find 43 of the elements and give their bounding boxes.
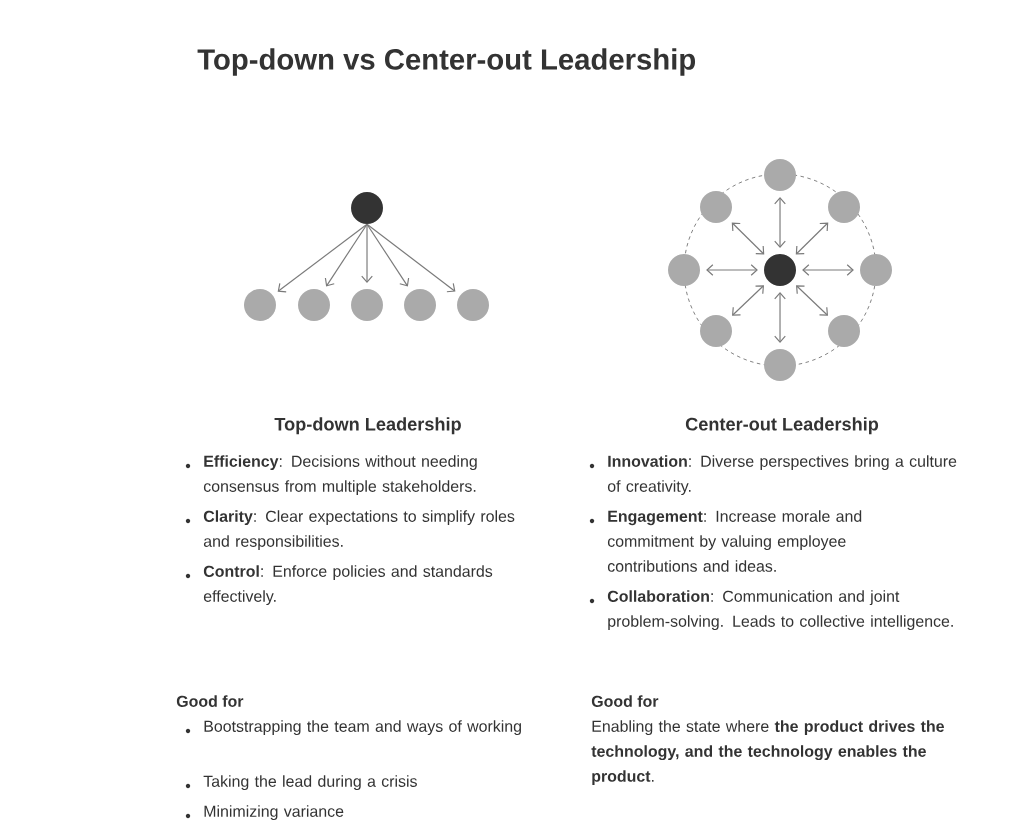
- member-circle: [298, 289, 330, 321]
- list-item: Taking the lead during a crisis: [185, 775, 417, 791]
- member-circle: [828, 191, 860, 223]
- list-item: Bootstrapping the team and ways of working: [185, 720, 521, 736]
- arrow: [796, 285, 829, 316]
- member-circle: [828, 315, 860, 347]
- arrow: [706, 264, 758, 276]
- member-circle: [404, 289, 436, 321]
- section-heading: Good for: [591, 695, 659, 707]
- member-circle: [764, 159, 796, 191]
- arrow: [774, 197, 786, 248]
- arrow: [277, 223, 368, 293]
- arrow: [324, 223, 368, 287]
- member-circle: [668, 254, 700, 286]
- arrow: [366, 223, 410, 287]
- member-circle: [700, 315, 732, 347]
- arrow: [802, 264, 854, 276]
- member-circle: [457, 289, 489, 321]
- list-item: Control: Enforce policies and standards effectively.: [185, 565, 493, 606]
- list-item: Clarity: Clear expectations to simplify roles and responsibilities.: [185, 510, 515, 551]
- list-item: Minimizing variance: [185, 805, 344, 821]
- column-heading: Top-down Leadership: [274, 417, 461, 435]
- member-circle: [700, 191, 732, 223]
- paragraph: Enabling the state where the product drives the technology, and the technology enables the product.: [591, 720, 944, 785]
- list-item: Engagement: Increase morale and commitment by valuing employee contributions and ideas.: [589, 510, 862, 572]
- member-circle: [244, 289, 276, 321]
- list-item: Efficiency: Decisions without needing consensus from multiple stakeholders.: [185, 455, 477, 496]
- list-item: Innovation: Diverse perspectives bring a culture of creativity.: [589, 455, 957, 496]
- arrow: [361, 223, 373, 283]
- arrow: [774, 292, 786, 343]
- arrow: [732, 285, 764, 316]
- member-circle: [860, 254, 892, 286]
- arrow: [795, 222, 829, 255]
- member-circle: [764, 349, 796, 381]
- arrow: [731, 222, 765, 255]
- title: Top-down vs Center-out Leadership: [197, 48, 696, 76]
- member-circle: [351, 289, 383, 321]
- arrow: [366, 223, 456, 293]
- column-heading: Center-out Leadership: [685, 417, 879, 435]
- leader-circle: [764, 254, 796, 286]
- leader-circle: [351, 192, 383, 224]
- section-heading: Good for: [176, 695, 244, 707]
- list-item: Collaboration: Communication and joint problem-solving. Leads to collective intelligence.: [589, 590, 953, 631]
